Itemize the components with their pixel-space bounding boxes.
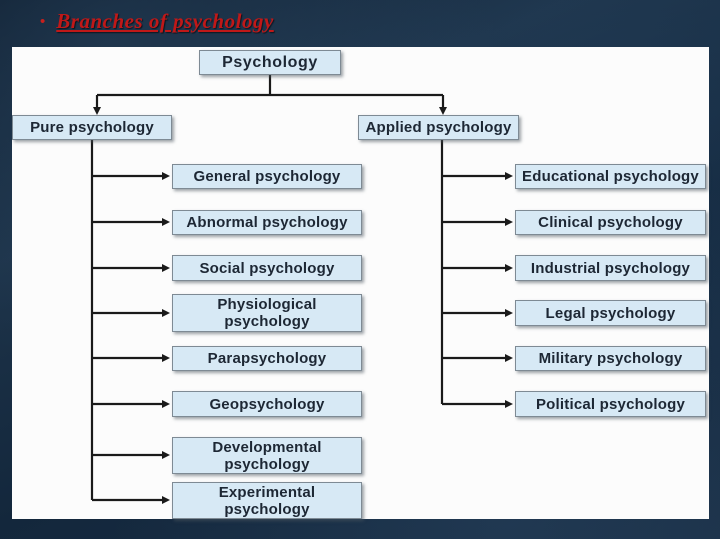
- node-label: Psychology: [222, 54, 318, 71]
- node-applied-psychology: Applied psychology: [358, 115, 519, 140]
- node-label: Industrial psychology: [530, 259, 691, 277]
- node-psychology: Psychology: [199, 50, 341, 75]
- node-general-psychology: General psychology: [172, 164, 362, 189]
- node-legal-psychology: Legal psychology: [515, 300, 706, 326]
- node-label: Military psychology: [538, 350, 683, 367]
- node-label: Developmental psychology: [212, 438, 322, 473]
- node-label: Political psychology: [535, 395, 686, 413]
- node-experimental-psychology: Experimental psychology: [172, 482, 362, 519]
- slide-title-row: • Branches of psychology: [40, 7, 274, 35]
- node-label: Applied psychology: [365, 119, 512, 136]
- node-pure-psychology: Pure psychology: [12, 115, 172, 140]
- node-label: Educational psychology: [522, 168, 699, 185]
- node-label: General psychology: [193, 168, 341, 185]
- connector-lines: [90, 75, 513, 504]
- node-label: Pure psychology: [30, 119, 154, 136]
- node-label: Experimental psychology: [218, 483, 316, 518]
- node-label: Geopsychology: [209, 395, 325, 413]
- page-title: Branches of psychology: [56, 8, 274, 33]
- node-label: Legal psychology: [545, 304, 676, 322]
- node-label: Abnormal psychology: [186, 214, 348, 231]
- node-label: Parapsychology: [207, 350, 327, 367]
- node-label: Social psychology: [199, 259, 335, 277]
- node-developmental-psychology: Developmental psychology: [172, 437, 362, 474]
- node-label: Physiological psychology: [217, 296, 317, 330]
- bullet-icon: •: [40, 12, 46, 30]
- node-physiological-psychology: Physiological psychology: [172, 294, 362, 332]
- node-parapsychology: Parapsychology: [172, 346, 362, 371]
- node-military-psychology: Military psychology: [515, 346, 706, 371]
- node-social-psychology: Social psychology: [172, 255, 362, 281]
- node-geopsychology: Geopsychology: [172, 391, 362, 417]
- node-industrial-psychology: Industrial psychology: [515, 255, 706, 281]
- node-clinical-psychology: Clinical psychology: [515, 210, 706, 235]
- node-political-psychology: Political psychology: [515, 391, 706, 417]
- node-abnormal-psychology: Abnormal psychology: [172, 210, 362, 235]
- node-educational-psychology: Educational psychology: [515, 164, 706, 189]
- diagram-panel: Psychology Pure psychology Applied psych…: [12, 47, 709, 519]
- node-label: Clinical psychology: [538, 214, 683, 231]
